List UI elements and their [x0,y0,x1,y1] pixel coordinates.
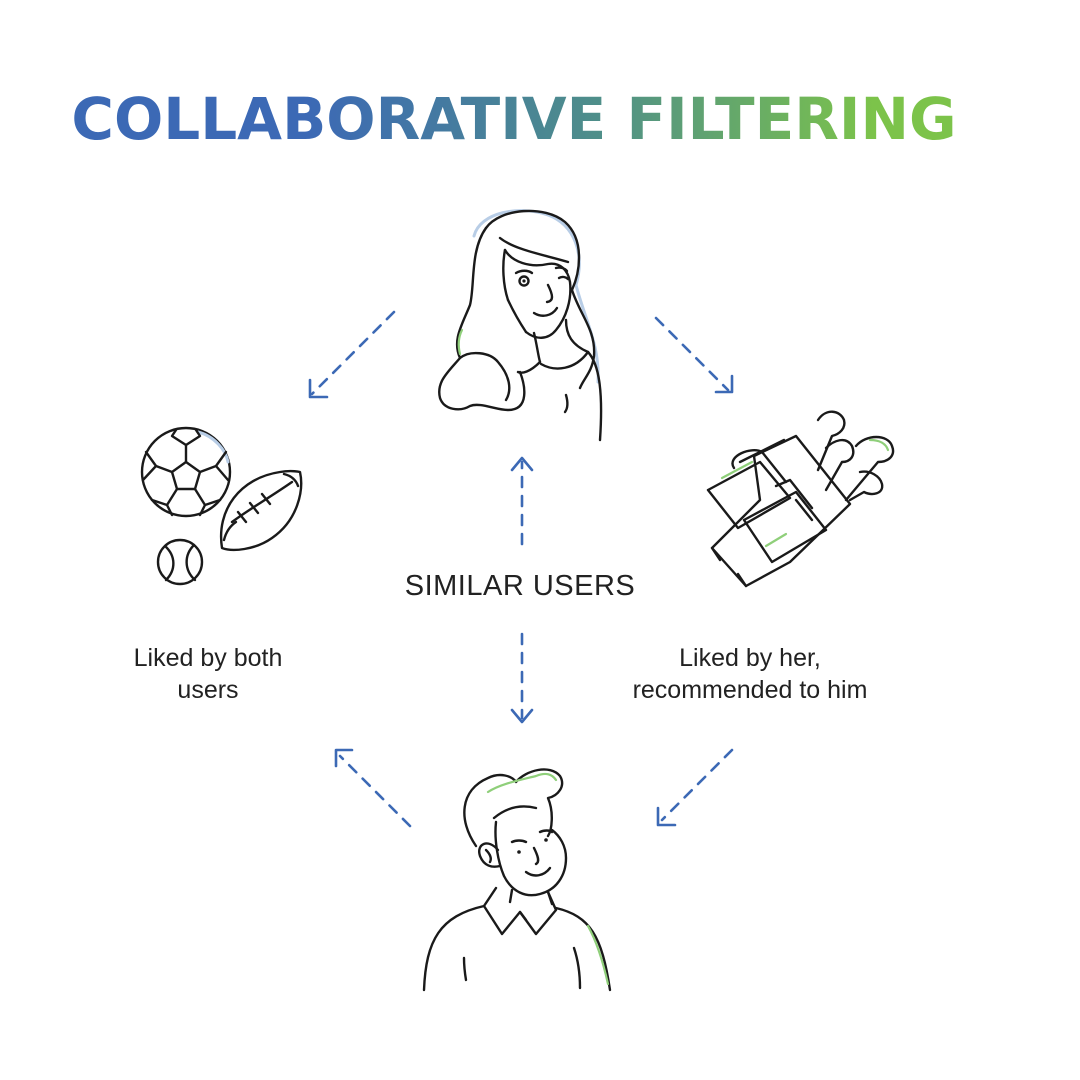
liked-by-both-line-2: users [177,676,239,704]
man-user-icon [422,768,612,992]
similar-users-label: SIMILAR USERS [404,570,636,602]
liked-by-her-line-1: Liked by her, [679,644,821,672]
liked-by-her-label: Liked by her, recommended to him [580,642,920,706]
diagram-title: COLLABORATIVE FILTERING [0,84,1028,154]
liked-by-both-label: Liked by both users [82,642,334,706]
woman-user-icon [438,209,603,442]
sports-balls-icon [140,426,303,586]
golf-bag-icon [706,410,895,588]
liked-by-her-line-2: recommended to him [632,676,868,704]
arrow-bottom-left [334,748,412,828]
arrow-bottom-right [656,748,734,827]
arrow-center-up [510,456,534,546]
arrow-top-right [654,316,734,394]
arrow-top-left [308,310,396,399]
arrow-center-down [510,632,534,724]
liked-by-both-line-1: Liked by both [133,644,283,672]
